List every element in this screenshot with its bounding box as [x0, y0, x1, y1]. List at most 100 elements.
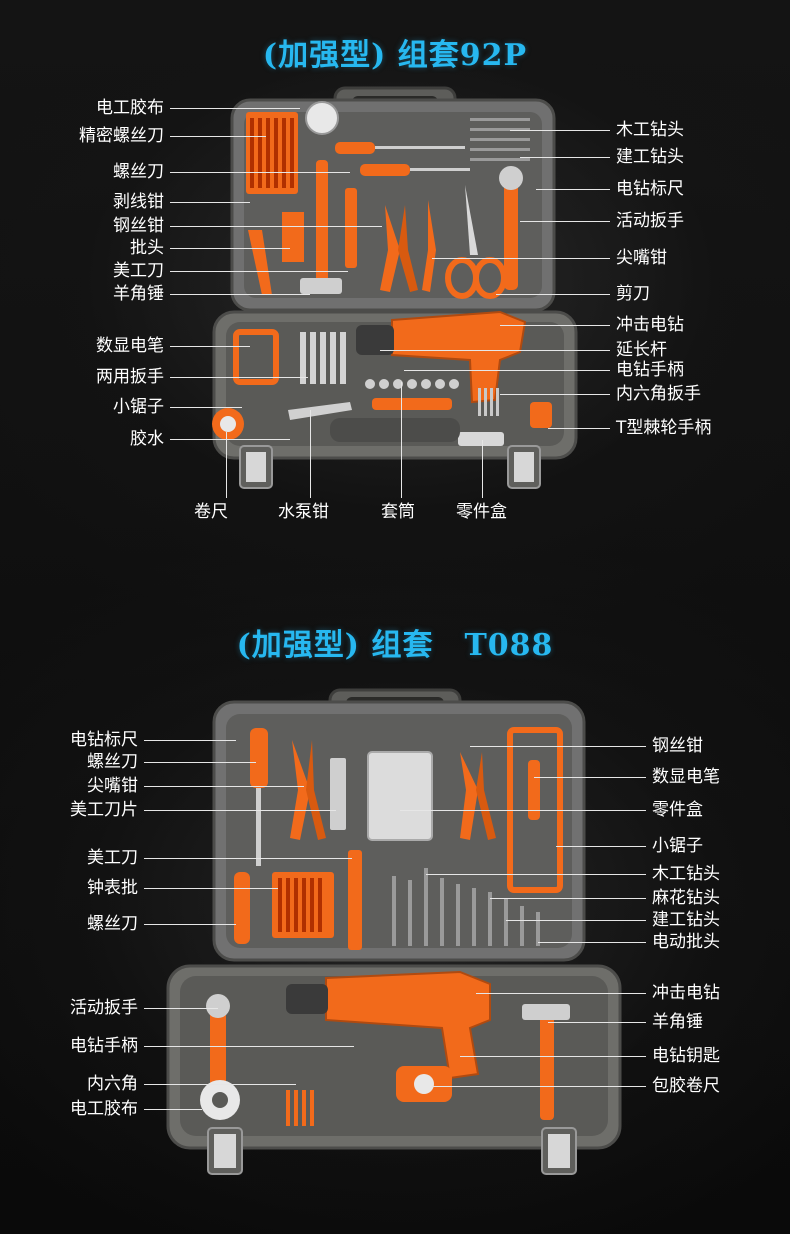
kit1-label-extension-bar: 延长杆 [616, 340, 667, 360]
kit1-leader [170, 202, 250, 203]
kit1-label-tape-measure: 卷尺 [194, 502, 228, 522]
kit1-label-combination-wrench: 两用扳手 [96, 367, 164, 387]
kit1-leader [500, 325, 610, 326]
kit2-leader [432, 1086, 646, 1087]
kit1-label-wire-stripper: 剥线钳 [113, 192, 164, 212]
kit1-leader [170, 271, 348, 272]
kit1-label-t-ratchet-handle: T型棘轮手柄 [616, 418, 712, 438]
kit2-title: (加强型) 组套 T088 [236, 628, 554, 663]
kit2-label-digital-pen: 数显电笔 [652, 767, 720, 787]
kit2-label-hex-key: 内六角 [87, 1074, 138, 1094]
kit2-leader [506, 920, 646, 921]
kit2-label-drill-handle: 电钻手柄 [70, 1036, 138, 1056]
kit2-leader [538, 942, 646, 943]
kit2-leader [144, 762, 256, 763]
kit2-label-rubber-tape-measure: 包胶卷尺 [652, 1076, 720, 1096]
kit1-label-parts-box: 零件盒 [456, 502, 507, 522]
kit1-label-combination-pliers: 钢丝钳 [113, 216, 164, 236]
kit2-label-needle-nose-pliers: 尖嘴钳 [87, 776, 138, 796]
kit1-leader [170, 407, 242, 408]
kit1-leader [482, 440, 483, 498]
kit1-label-precision-screwdriver: 精密螺丝刀 [79, 126, 164, 146]
kit2-label-wood-drill-bit: 木工钻头 [652, 864, 720, 884]
kit1-leader [548, 428, 610, 429]
kit1-leader [170, 136, 266, 137]
kit1-label-pump-pliers: 水泵钳 [278, 502, 329, 522]
kit2-label-screwdriver-1: 螺丝刀 [87, 752, 138, 772]
kit2-label-small-saw: 小锯子 [652, 836, 703, 856]
kit1-leader [404, 370, 610, 371]
kit1-leader [226, 432, 227, 498]
kit2-label-parts-box: 零件盒 [652, 800, 703, 820]
kit1-label-glue: 胶水 [130, 429, 164, 449]
kit1-leader [170, 172, 350, 173]
kit1-label-small-saw: 小锯子 [113, 397, 164, 417]
kit2-leader [548, 1022, 646, 1023]
kit2-label-precision-screwdriver: 钟表批 [87, 878, 138, 898]
kit1-label-impact-drill: 冲击电钻 [616, 315, 684, 335]
kit2-label-adjustable-wrench: 活动扳手 [70, 998, 138, 1018]
kit1-leader [536, 189, 610, 190]
kit2-leader [490, 898, 646, 899]
kit2-leader [476, 993, 646, 994]
kit1-label-utility-knife: 美工刀 [113, 261, 164, 281]
kit2-label-masonry-drill-bit: 建工钻头 [652, 910, 720, 930]
kit1-leader [170, 108, 300, 109]
kit2-label-utility-blades: 美工刀片 [70, 800, 138, 820]
kit2-label-screwdriver-2: 螺丝刀 [87, 914, 138, 934]
kit1-label-wood-drill-bit: 木工钻头 [616, 120, 684, 140]
kit2-leader [144, 888, 278, 889]
kit2-label-impact-drill: 冲击电钻 [652, 983, 720, 1003]
kit1-leader [170, 294, 310, 295]
kit1-leader [170, 439, 290, 440]
kit2-label-combination-pliers: 钢丝钳 [652, 736, 703, 756]
kit2-leader [144, 810, 336, 811]
kit2-leader [400, 810, 646, 811]
kit1-label-claw-hammer: 羊角锤 [113, 284, 164, 304]
kit1-label-electrical-tape: 电工胶布 [96, 98, 164, 118]
kit1-label-adjustable-wrench: 活动扳手 [616, 211, 684, 231]
kit2-leader [144, 1008, 218, 1009]
kit2-leader [144, 858, 352, 859]
kit2-leader [460, 1056, 646, 1057]
kit1-leader [380, 350, 610, 351]
kit2-leader [144, 786, 304, 787]
kit1-leader [310, 410, 311, 498]
kit1-leader [170, 377, 308, 378]
kit1-leader [510, 130, 610, 131]
kit2-leader [534, 777, 646, 778]
kit1-label-hex-key: 内六角扳手 [616, 384, 701, 404]
kit1-leader [170, 346, 250, 347]
kit1-label-needle-nose-pliers: 尖嘴钳 [616, 248, 667, 268]
kit1-label-drill-depth-gauge: 电钻标尺 [616, 179, 684, 199]
kit2-label-twist-drill-bit: 麻花钻头 [652, 888, 720, 908]
kit1-label-scissors: 剪刀 [616, 284, 650, 304]
kit1-leader [500, 394, 610, 395]
kit1-title: (加强型) 组套92P [262, 38, 528, 73]
kit1-leader [401, 382, 402, 498]
kit1-leader [432, 258, 610, 259]
kit1-label-screwdriver: 螺丝刀 [113, 162, 164, 182]
kit1-label-masonry-drill-bit: 建工钻头 [616, 147, 684, 167]
kit2-leader [144, 1046, 354, 1047]
kit2-leader [426, 874, 646, 875]
kit1-label-drill-handle: 电钻手柄 [616, 360, 684, 380]
kit1-leader [170, 226, 382, 227]
kit2-leader [556, 846, 646, 847]
kit2-label-drill-depth-gauge: 电钻标尺 [70, 730, 138, 750]
kit2-label-utility-knife: 美工刀 [87, 848, 138, 868]
kit2-label-electrical-tape: 电工胶布 [70, 1099, 138, 1119]
kit2-leader [144, 1109, 202, 1110]
kit1-leader [520, 221, 610, 222]
kit2-leader [470, 746, 646, 747]
kit1-leader [520, 157, 610, 158]
kit2-leader [144, 740, 236, 741]
kit1-leader [496, 294, 610, 295]
kit1-leader [170, 248, 290, 249]
kit1-label-digital-pen: 数显电笔 [96, 336, 164, 356]
kit1-label-bits: 批头 [130, 238, 164, 258]
kit2-leader [144, 1084, 296, 1085]
kit2-label-claw-hammer: 羊角锤 [652, 1012, 703, 1032]
